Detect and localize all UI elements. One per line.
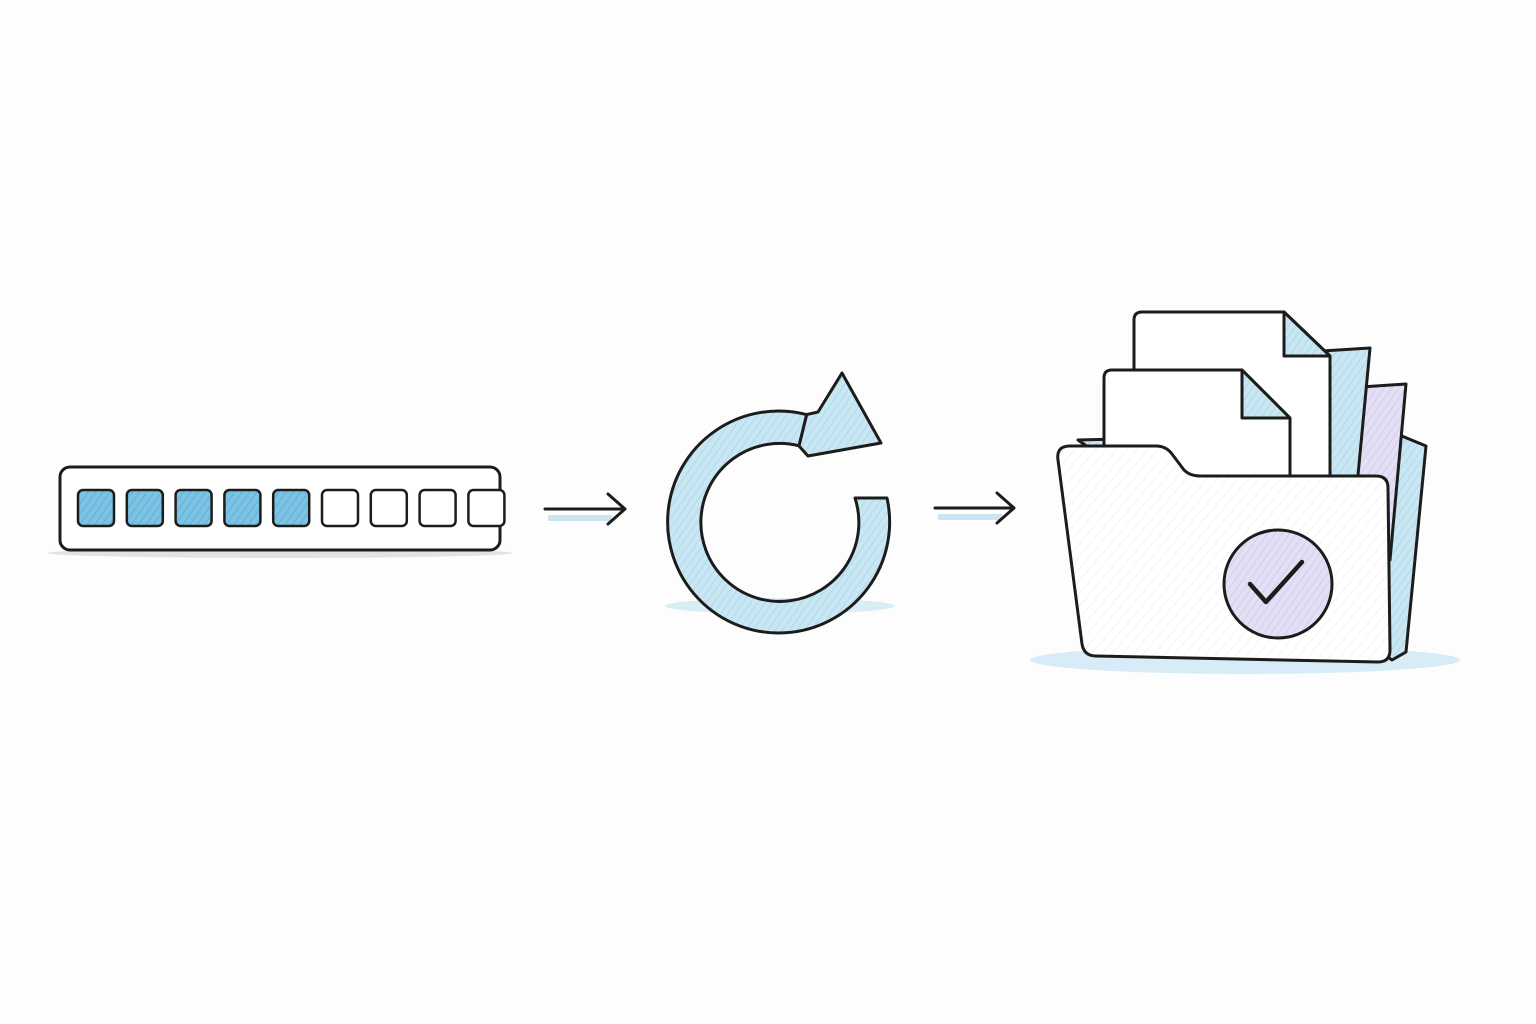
folder-front-panel	[1056, 444, 1392, 664]
progress-segment-filled	[174, 488, 213, 528]
progress-segment-filled	[125, 488, 165, 528]
refresh-icon	[665, 371, 895, 635]
arrow-right-icon	[933, 491, 1016, 525]
progress-segment-filled	[76, 488, 116, 528]
progress-segment-empty	[369, 488, 409, 528]
progress-segment-empty	[418, 488, 457, 528]
progress-bar-icon	[48, 465, 512, 558]
document-fold	[1282, 310, 1332, 358]
arrow-right-icon	[543, 492, 627, 526]
folder-complete-icon	[1030, 310, 1460, 674]
progress-segment-empty	[320, 488, 360, 528]
progress-segment-filled	[271, 488, 311, 528]
progress-segments	[76, 488, 506, 528]
refresh-arrowhead	[797, 371, 883, 458]
progress-segment-empty	[467, 488, 506, 528]
check-icon	[1247, 559, 1305, 605]
check-badge	[1222, 528, 1334, 640]
document-fold	[1240, 368, 1292, 420]
refresh-arc	[666, 409, 892, 635]
progress-segment-filled	[223, 488, 262, 528]
